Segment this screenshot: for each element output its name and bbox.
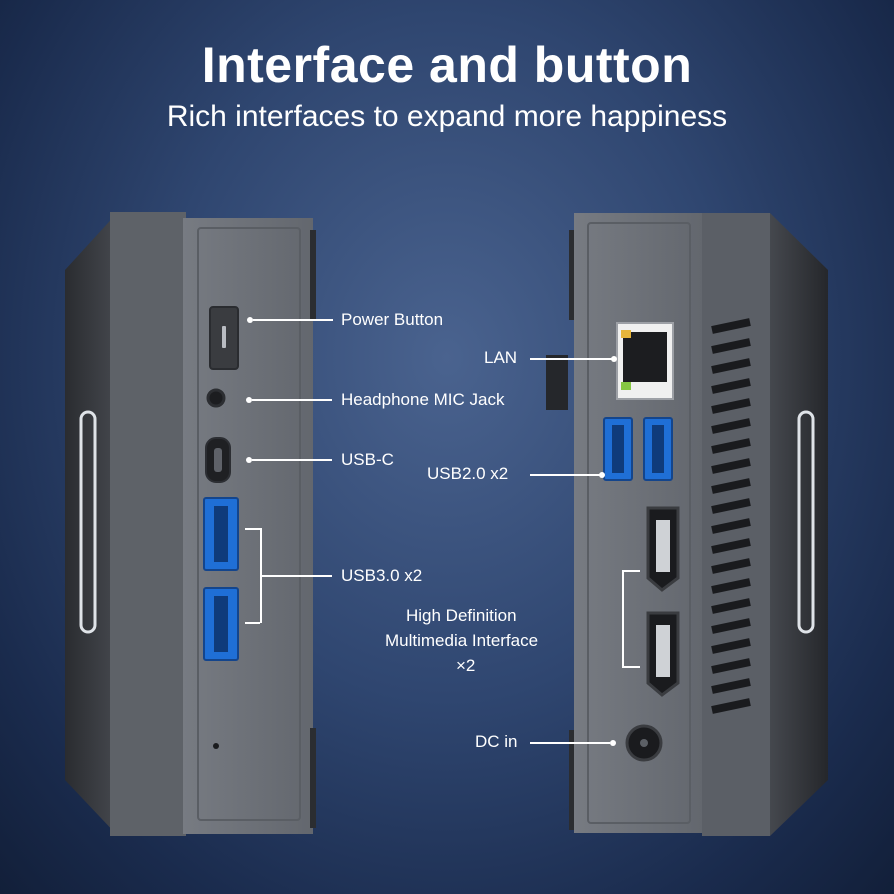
left-side-panel — [65, 212, 118, 836]
usb2-label: USB2.0 x2 — [427, 464, 509, 483]
page-title: Interface and button — [201, 37, 693, 93]
callout-dot — [246, 397, 252, 403]
headphone-jack-label: Headphone MIC Jack — [341, 390, 505, 409]
callout-dot — [599, 472, 605, 478]
usb-c-label: USB-C — [341, 450, 394, 469]
left-top-edge — [110, 212, 186, 836]
callout-dot — [246, 457, 252, 463]
right-side-logo — [797, 410, 815, 634]
left-front-inner-panel — [197, 227, 301, 821]
lan-label: LAN — [484, 348, 518, 367]
callout-dot — [611, 356, 617, 362]
dc-in-label: DC in — [475, 732, 518, 751]
page-subtitle: Rich interfaces to expand more happiness — [166, 100, 728, 133]
power-button-label: Power Button — [341, 310, 444, 329]
usb3-label: USB3.0 x2 — [341, 566, 423, 585]
headphone-jack — [206, 388, 226, 408]
vent-slots — [711, 318, 751, 714]
callout-dot — [610, 740, 616, 746]
left-side-logo — [79, 410, 97, 634]
callout-dot — [247, 317, 253, 323]
hdmi-label-line2: Multimedia Interface — [385, 631, 539, 650]
hdmi-label-line3: ×2 — [456, 656, 476, 675]
hdmi-label-line1: High Definition — [406, 606, 517, 625]
